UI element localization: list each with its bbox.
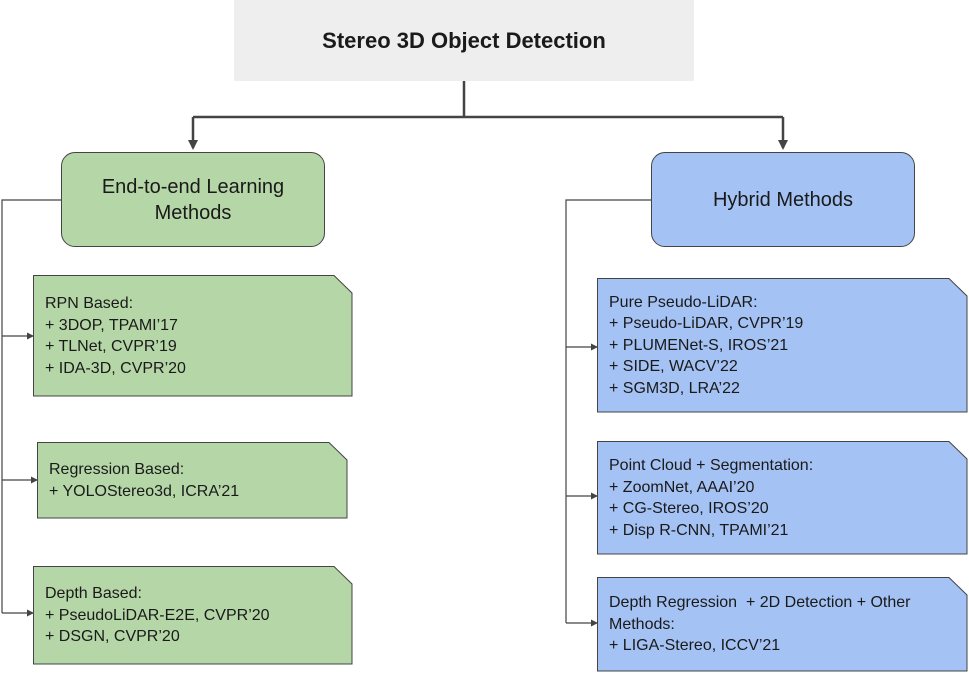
note-regression-based: Regression Based: + YOLOStereo3d, ICRA’21 bbox=[37, 442, 348, 519]
branch-end-to-end: End-to-end Learning Methods bbox=[61, 152, 325, 247]
note-text: Depth Based: + PseudoLiDAR-E2E, CVPR’20 + … bbox=[45, 566, 345, 665]
note-shape bbox=[33, 566, 353, 665]
note-text: Point Cloud + Segmentation: + ZoomNet, AA… bbox=[609, 441, 960, 555]
branch-hybrid-title: Hybrid Methods bbox=[712, 188, 854, 211]
note-item: + LIGA-Stereo, ICCV’21 bbox=[609, 637, 781, 655]
note-shape bbox=[597, 441, 968, 555]
note-depth-based: Depth Based: + PseudoLiDAR-E2E, CVPR’20 + … bbox=[33, 566, 353, 665]
note-item: + ZoomNet, AAAI’20 bbox=[609, 478, 755, 496]
root-title: Stereo 3D Object Detection bbox=[322, 27, 606, 53]
note-shape bbox=[37, 442, 348, 519]
branch-hybrid: Hybrid Methods bbox=[651, 152, 915, 247]
note-rpn-based: RPN Based: + 3DOP, TPAMI’17 + TLNet, CVPR’… bbox=[33, 275, 353, 397]
note-heading: Point Cloud + Segmentation: bbox=[609, 457, 814, 474]
note-text: RPN Based: + 3DOP, TPAMI’17 + TLNet, CVPR’… bbox=[45, 275, 345, 397]
note-item: + PLUMENet-S, IROS’21 bbox=[609, 336, 789, 354]
note-item: + CG-Stereo, IROS’20 bbox=[609, 500, 769, 517]
note-text: Pure Pseudo-LiDAR: + Pseudo-LiDAR, CVPR’1… bbox=[609, 278, 960, 413]
note-heading: Pure Pseudo-LiDAR: bbox=[609, 293, 758, 311]
note-heading: Depth Based: bbox=[45, 585, 142, 603]
note-item: + SGM3D, LRA’22 bbox=[609, 379, 740, 397]
note-item: + TLNet, CVPR’19 bbox=[45, 338, 177, 355]
root-node: Stereo 3D Object Detection bbox=[234, 0, 694, 81]
note-item: + DSGN, CVPR’20 bbox=[45, 628, 180, 646]
note-item: + Pseudo-LiDAR, CVPR’19 bbox=[609, 315, 804, 333]
note-pure-pseudo-lidar: Pure Pseudo-LiDAR: + Pseudo-LiDAR, CVPR’1… bbox=[597, 278, 968, 413]
note-shape bbox=[33, 275, 353, 397]
left-trunk-line bbox=[1, 199, 61, 613]
note-point-cloud-segmentation: Point Cloud + Segmentation: + ZoomNet, AA… bbox=[597, 441, 968, 555]
note-shape bbox=[597, 577, 968, 672]
note-shape bbox=[597, 278, 968, 413]
note-text: Depth Regression + 2D Detection + Other … bbox=[609, 577, 960, 672]
note-item: + YOLOStereo3d, ICRA’21 bbox=[49, 482, 240, 500]
note-item: + IDA-3D, CVPR’20 bbox=[45, 359, 186, 377]
branch-end-to-end-title: End-to-end Learning Methods bbox=[101, 175, 285, 224]
note-heading: RPN Based: bbox=[45, 295, 134, 312]
note-text: Regression Based: + YOLOStereo3d, ICRA’21 bbox=[49, 442, 340, 519]
note-item: + 3DOP, TPAMI’17 bbox=[45, 316, 178, 334]
note-item: + SIDE, WACV’22 bbox=[609, 358, 738, 376]
note-depth-regression-2d-detection-other-methods: Depth Regression + 2D Detection + Other … bbox=[597, 577, 968, 672]
note-heading: Regression Based: bbox=[49, 461, 185, 478]
note-item: + PseudoLiDAR-E2E, CVPR’20 bbox=[45, 606, 270, 624]
note-heading: Depth Regression + 2D Detection + Other … bbox=[609, 594, 911, 633]
note-item: + Disp R-CNN, TPAMI’21 bbox=[609, 521, 789, 539]
right-trunk-line bbox=[565, 199, 651, 623]
